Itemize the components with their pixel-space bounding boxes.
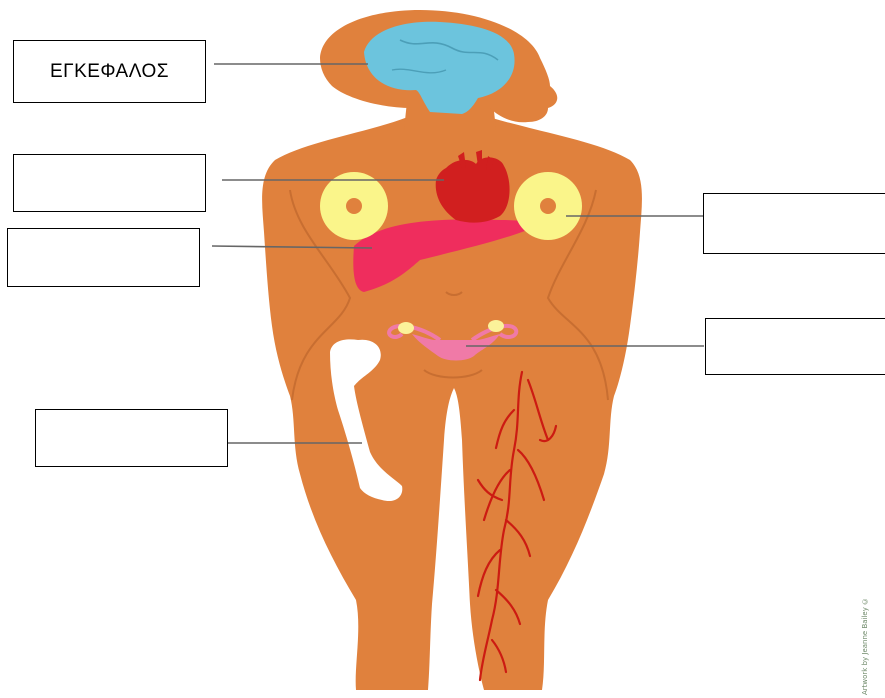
ovary-right — [488, 320, 504, 332]
label-box-uterus[interactable] — [705, 318, 885, 375]
artwork-credit: Artwork by Jeanne Bailey © 2013 — [859, 597, 871, 695]
label-box-breasts[interactable] — [703, 193, 885, 254]
label-box-liver[interactable] — [7, 228, 200, 287]
label-box-heart[interactable] — [13, 154, 206, 212]
ovary-left — [398, 322, 414, 334]
label-box-brain: ΕΓΚΕΦΑΛΟΣ — [13, 40, 206, 103]
label-box-bone[interactable] — [35, 409, 228, 467]
breast-left — [320, 172, 388, 240]
breast-right — [514, 172, 582, 240]
label-text-brain: ΕΓΚΕΦΑΛΟΣ — [50, 61, 169, 83]
